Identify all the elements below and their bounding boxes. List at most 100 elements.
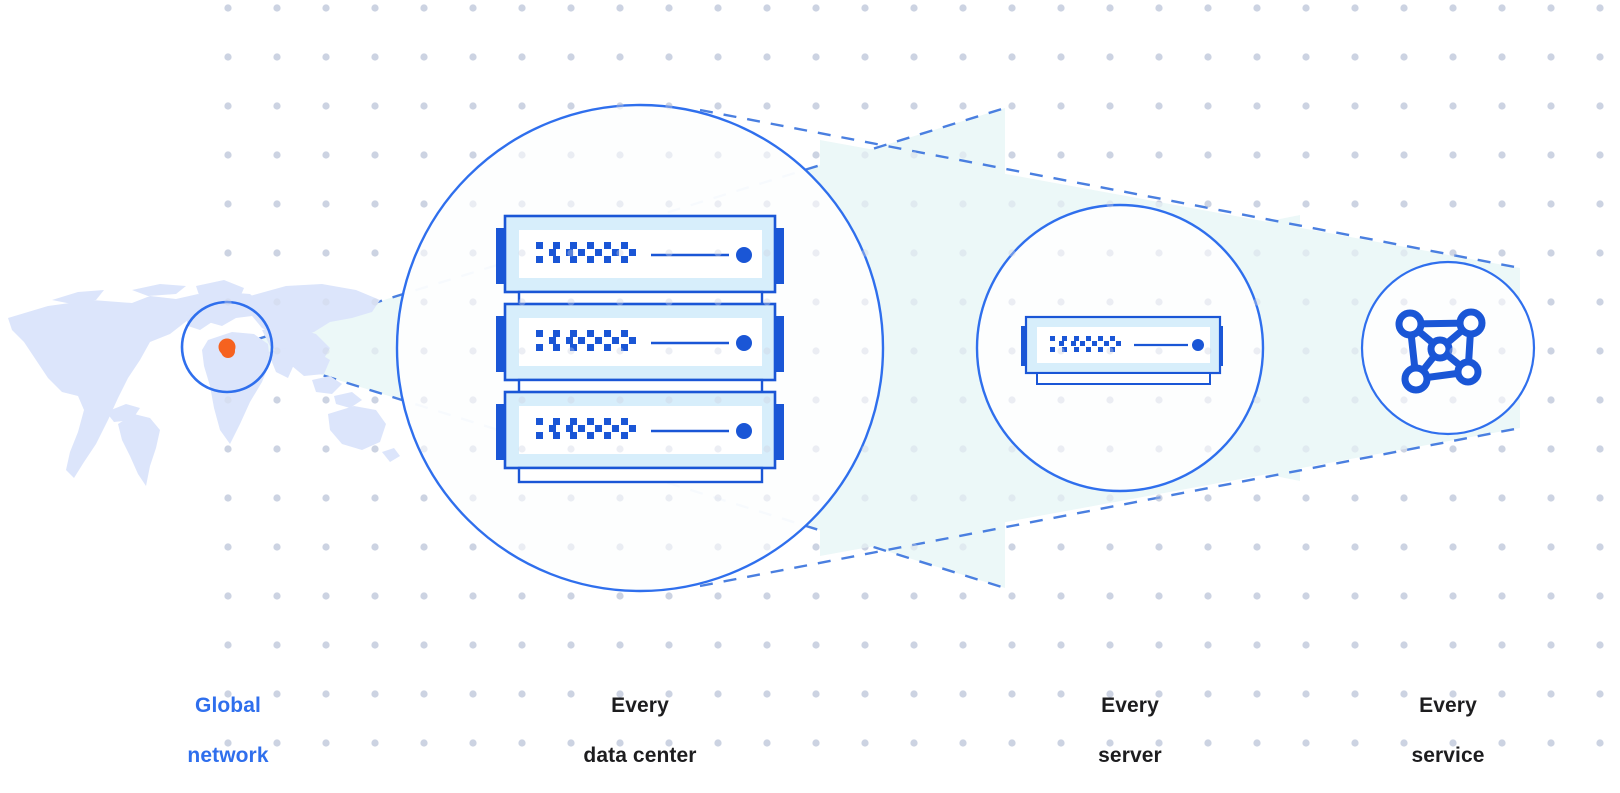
grid-dot: [959, 151, 967, 159]
grid-dot: [273, 690, 281, 698]
grid-dot: [1204, 592, 1212, 600]
grid-dot: [518, 494, 526, 502]
grid-dot: [1253, 4, 1261, 12]
grid-dot: [1155, 249, 1163, 257]
grid-dot: [322, 102, 330, 110]
grid-dot: [371, 739, 379, 747]
grid-dot: [910, 543, 918, 551]
grid-dot: [322, 53, 330, 61]
grid-dot: [1106, 445, 1114, 453]
grid-dot: [714, 494, 722, 502]
grid-dot: [1302, 592, 1310, 600]
grid-dot: [1400, 739, 1408, 747]
grid-dot: [1547, 690, 1555, 698]
grid-dot: [1253, 641, 1261, 649]
grid-dot: [763, 200, 771, 208]
grid-dot: [1498, 151, 1506, 159]
grid-dot: [1057, 4, 1065, 12]
grid-dot: [1204, 396, 1212, 404]
grid-dot: [371, 494, 379, 502]
grid-dot: [224, 151, 232, 159]
grid-dot: [1449, 151, 1457, 159]
grid-dot: [1253, 249, 1261, 257]
grid-dot: [1057, 543, 1065, 551]
grid-dot: [861, 641, 869, 649]
grid-dot: [1204, 739, 1212, 747]
grid-dot: [371, 494, 379, 502]
grid-dot: [1204, 151, 1212, 159]
grid-dot: [714, 739, 722, 747]
grid-dot: [1253, 151, 1261, 159]
grid-dot: [1057, 249, 1065, 257]
grid-dot: [714, 347, 722, 355]
grid-dot: [518, 298, 526, 306]
grid-dot: [812, 151, 820, 159]
grid-dot: [1547, 739, 1555, 747]
grid-dot: [910, 739, 918, 747]
grid-dot: [1449, 690, 1457, 698]
grid-dot: [1547, 298, 1555, 306]
grid-dot: [1351, 739, 1359, 747]
grid-dot: [763, 102, 771, 110]
grid-dot: [1008, 102, 1016, 110]
grid-dot: [616, 739, 624, 747]
grid-dot: [1449, 102, 1457, 110]
grid-dot: [273, 4, 281, 12]
grid-dot: [322, 249, 330, 257]
grid-dot: [1057, 690, 1065, 698]
grid-dot: [1596, 396, 1604, 404]
grid-dot: [1302, 739, 1310, 747]
grid-dot: [1449, 53, 1457, 61]
grid-dot: [1400, 298, 1408, 306]
grid-dot: [1449, 739, 1457, 747]
grid-dot: [371, 249, 379, 257]
grid-dot: [959, 200, 967, 208]
grid-dot: [1302, 543, 1310, 551]
grid-dot: [1498, 739, 1506, 747]
grid-dot: [1596, 4, 1604, 12]
grid-dot: [322, 249, 330, 257]
grid-dot: [1008, 543, 1016, 551]
grid-dot: [1302, 298, 1310, 306]
grid-dot: [616, 690, 624, 698]
grid-dot: [322, 543, 330, 551]
grid-dot: [273, 102, 281, 110]
grid-dot: [812, 53, 820, 61]
server-rack-icon: [496, 214, 784, 484]
grid-dot: [714, 102, 722, 110]
grid-dot: [273, 445, 281, 453]
grid-dot: [1302, 690, 1310, 698]
grid-dot: [910, 592, 918, 600]
grid-dot: [763, 102, 771, 110]
grid-dot: [1106, 641, 1114, 649]
grid-dot: [1498, 102, 1506, 110]
grid-dot: [812, 445, 820, 453]
grid-dot: [1302, 4, 1310, 12]
grid-dot: [1008, 4, 1016, 12]
grid-dot: [714, 249, 722, 257]
grid-dot: [322, 739, 330, 747]
grid-dot: [273, 53, 281, 61]
grid-dot: [812, 641, 820, 649]
grid-dot: [273, 494, 281, 502]
grid-dot: [518, 592, 526, 600]
grid-dot: [714, 396, 722, 404]
grid-dot: [273, 200, 281, 208]
grid-dot: [763, 690, 771, 698]
grid-dot: [959, 4, 967, 12]
grid-dot: [1106, 543, 1114, 551]
grid-dot: [371, 102, 379, 110]
grid-dot: [469, 739, 477, 747]
grid-dot: [1547, 396, 1555, 404]
grid-dot: [1302, 200, 1310, 208]
grid-dot: [420, 690, 428, 698]
grid-dot: [371, 592, 379, 600]
grid-dot: [1498, 4, 1506, 12]
grid-dot: [1547, 592, 1555, 600]
grid-dot: [518, 4, 526, 12]
grid-dot: [1155, 494, 1163, 502]
grid-dot: [1498, 445, 1506, 453]
grid-dot: [714, 53, 722, 61]
